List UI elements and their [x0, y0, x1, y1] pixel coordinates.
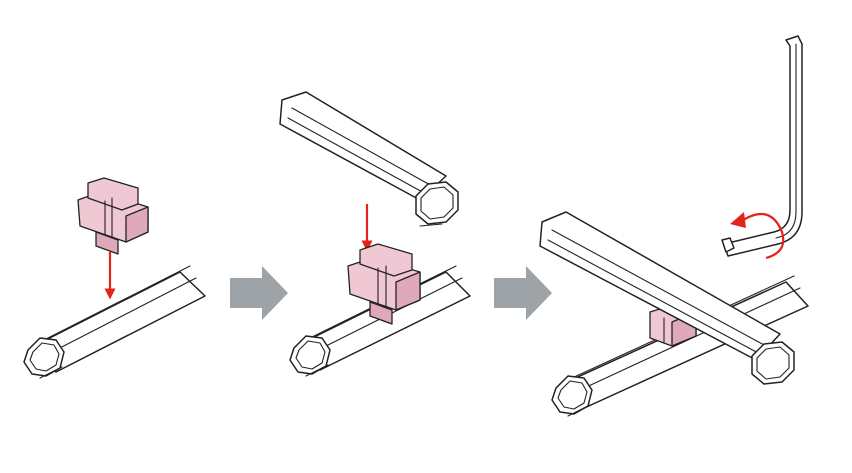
step-transition-arrow-1 — [230, 266, 288, 320]
connector-icon — [77, 177, 149, 255]
step-2-panel — [279, 91, 471, 377]
hex-key-icon — [721, 35, 803, 257]
connector-icon — [347, 243, 421, 325]
tube-icon — [23, 265, 206, 379]
tube-icon — [279, 91, 459, 227]
step-1-panel — [23, 177, 206, 379]
step-3-panel — [539, 35, 809, 417]
tube-icon — [539, 211, 795, 385]
rotate-arrow-icon — [730, 212, 785, 260]
step-transition-arrow-2 — [494, 266, 552, 320]
